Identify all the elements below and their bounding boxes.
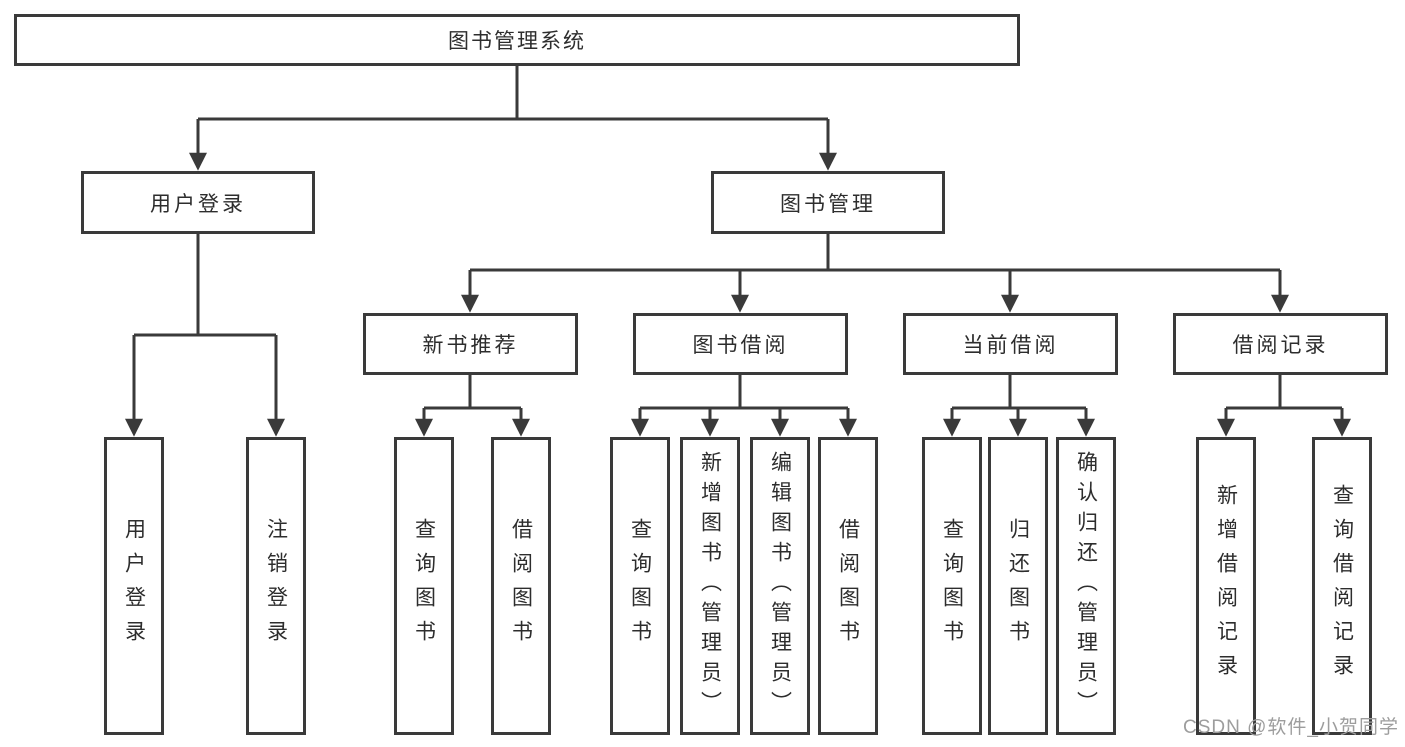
node-leaf-borrow-books-1: 借阅图书 [491, 437, 551, 735]
node-leaf-logout: 注销登录 [246, 437, 306, 735]
node-label: 编辑图书（管理员） [768, 451, 792, 721]
node-leaf-edit-book-admin: 编辑图书（管理员） [750, 437, 810, 735]
node-label: 新增借阅记录 [1214, 484, 1238, 688]
node-label: 注销登录 [264, 518, 288, 654]
node-label: 确认归还（管理员） [1074, 451, 1098, 721]
node-label: 借阅图书 [509, 518, 533, 654]
node-leaf-query-books-3: 查询图书 [922, 437, 982, 735]
node-leaf-query-books-1: 查询图书 [394, 437, 454, 735]
node-borrow-records: 借阅记录 [1173, 313, 1388, 375]
node-leaf-confirm-return-admin: 确认归还（管理员） [1056, 437, 1116, 735]
node-new-book-recommend: 新书推荐 [363, 313, 578, 375]
node-label: 查询图书 [412, 518, 436, 654]
node-book-management: 图书管理 [711, 171, 945, 234]
node-leaf-user-login: 用户登录 [104, 437, 164, 735]
node-label: 查询图书 [628, 518, 652, 654]
node-current-borrow: 当前借阅 [903, 313, 1118, 375]
node-label: 借阅图书 [836, 518, 860, 654]
node-leaf-query-books-2: 查询图书 [610, 437, 670, 735]
node-user-login: 用户登录 [81, 171, 315, 234]
node-label: 新增图书（管理员） [698, 451, 722, 721]
node-leaf-query-borrow-record: 查询借阅记录 [1312, 437, 1372, 735]
csdn-watermark: CSDN @软件_小贺同学 [1183, 717, 1399, 738]
node-leaf-return-book: 归还图书 [988, 437, 1048, 735]
node-leaf-add-borrow-record: 新增借阅记录 [1196, 437, 1256, 735]
node-label: 查询图书 [940, 518, 964, 654]
node-label: 归还图书 [1006, 518, 1030, 654]
node-label: 查询借阅记录 [1330, 484, 1354, 688]
node-book-borrow: 图书借阅 [633, 313, 848, 375]
node-label: 用户登录 [122, 518, 146, 654]
node-leaf-borrow-books-2: 借阅图书 [818, 437, 878, 735]
node-leaf-add-book-admin: 新增图书（管理员） [680, 437, 740, 735]
node-library-management-system: 图书管理系统 [14, 14, 1020, 66]
